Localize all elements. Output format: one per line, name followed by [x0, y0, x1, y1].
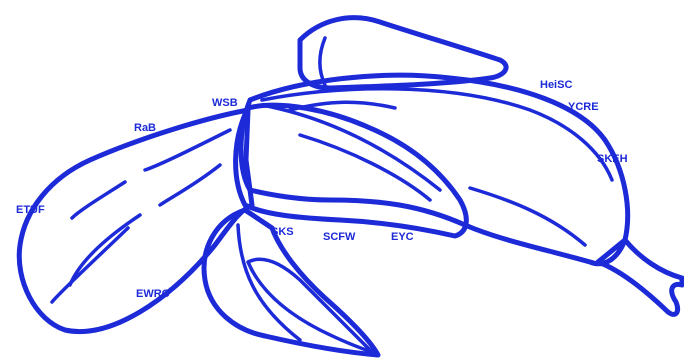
bottom-peel-ridge [238, 225, 300, 340]
label-ewrc: EWRC [136, 288, 170, 300]
left-flap-ridge-3 [160, 165, 220, 205]
top-piece-ridge [320, 38, 325, 85]
fruit-ridge-2 [470, 188, 585, 245]
label-wsb: WSB [212, 97, 238, 109]
banana-stem [598, 240, 682, 314]
label-etuf: ETUF [16, 204, 45, 216]
label-ycre: YCRE [568, 101, 599, 113]
left-flap-ridge-2 [72, 182, 125, 218]
left-flap-ridge-5 [52, 228, 128, 302]
label-scfw: SCFW [323, 231, 356, 243]
label-eyc: EYC [391, 231, 414, 243]
label-rab: RaB [134, 122, 156, 134]
label-heisc: HeiSC [540, 79, 572, 91]
inner-peel-area [236, 105, 467, 236]
label-sks: SKS [271, 226, 294, 238]
label-skeh: SKEH [597, 153, 628, 165]
